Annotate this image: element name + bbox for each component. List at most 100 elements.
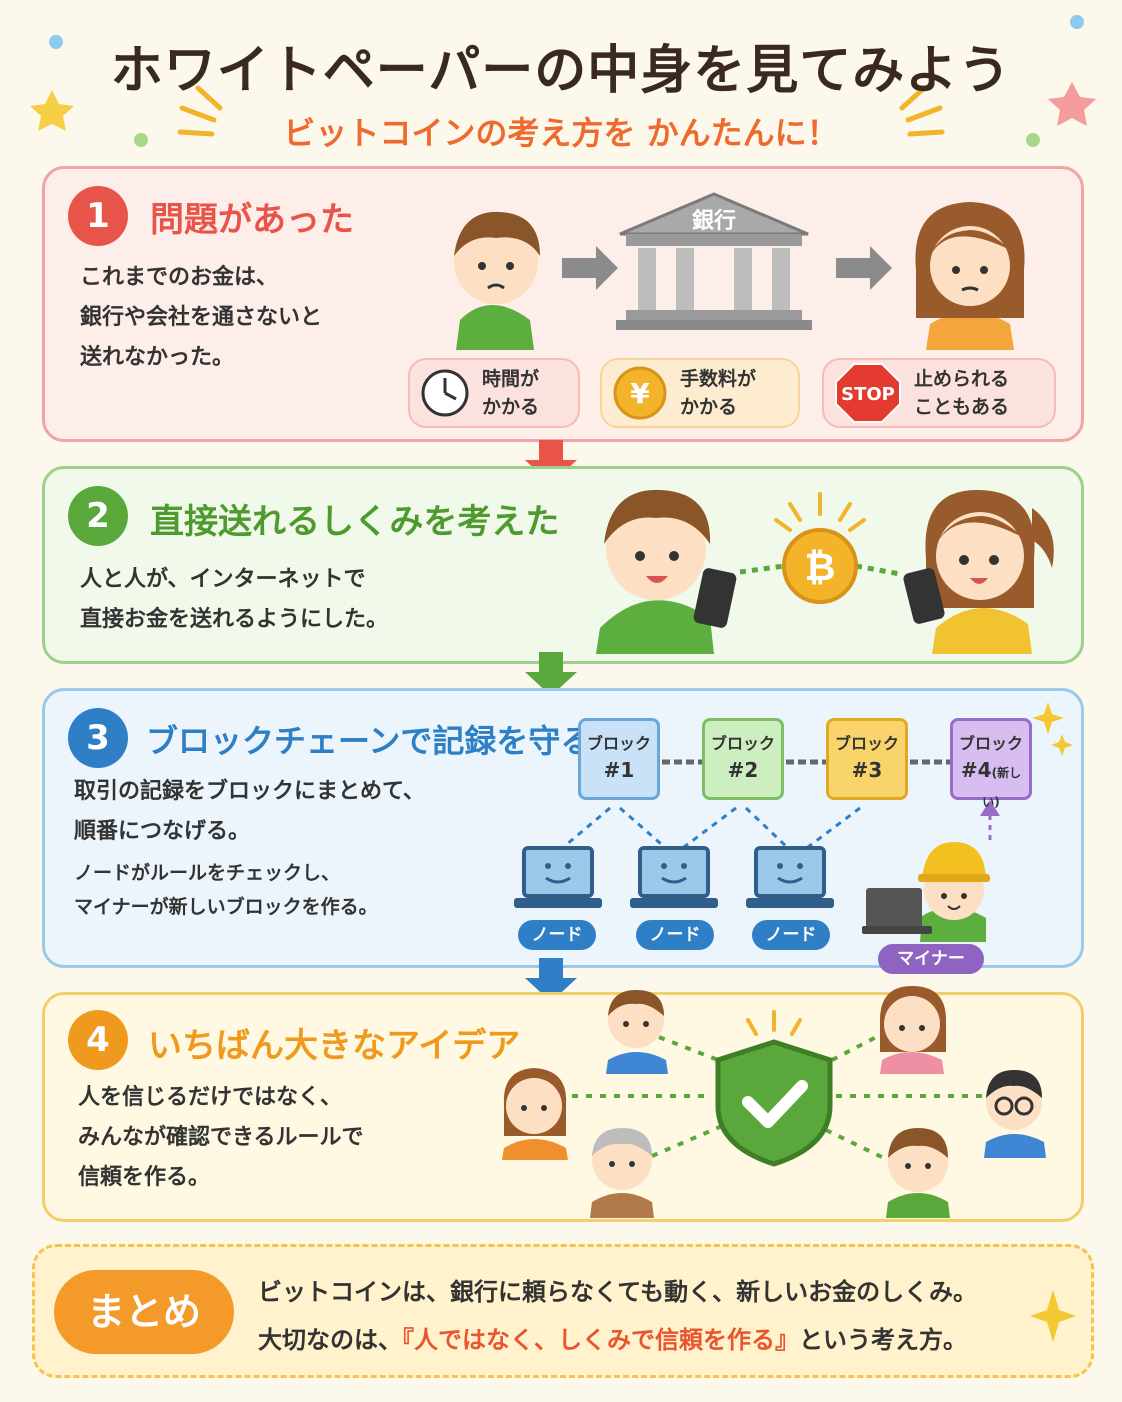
- issue-line: かかる: [680, 396, 738, 418]
- text-line: 信頼を作る。: [78, 1165, 211, 1190]
- person-icon: [886, 1128, 950, 1218]
- dot-decoration: [134, 133, 148, 147]
- section-2-heading: 直接送れるしくみを考えた: [150, 502, 560, 542]
- laptop-icon: [514, 846, 602, 908]
- block-label: ブロック: [958, 734, 1023, 753]
- summary-line-1: ビットコインは、銀行に頼らなくても動く、新しいお金のしくみ。: [258, 1278, 978, 1306]
- section-4-heading: いちばん大きなアイデア: [148, 1026, 521, 1066]
- issue-line: 止められる: [914, 368, 1010, 390]
- text-line: マイナーが新しいブロックを作る。: [74, 896, 378, 918]
- laptop-icon: [630, 846, 718, 908]
- sparkle-icon: [1030, 1290, 1076, 1342]
- summary-badge: まとめ: [54, 1270, 234, 1354]
- bank-label: 銀行: [692, 208, 736, 234]
- person-icon: [880, 986, 946, 1074]
- summary-line-2-pre: 大切なのは、: [258, 1326, 402, 1354]
- text-line: これまでのお金は、: [80, 265, 279, 290]
- miner-label: マイナー: [878, 944, 984, 974]
- section-1-text: これまでのお金は、 銀行や会社を通さないと 送れなかった。: [80, 258, 322, 378]
- block-1: ブロック #1: [578, 718, 660, 800]
- text-line: 人を信じるだけではなく、: [78, 1085, 343, 1110]
- summary-panel: [32, 1244, 1094, 1378]
- issue-stop: STOP 止められる こともある: [822, 358, 1056, 428]
- star-icon: [1048, 82, 1096, 126]
- trust-network-illustration: [502, 986, 1046, 1218]
- text-line: ノードがルールをチェックし、: [74, 862, 341, 884]
- person-with-glasses-icon: [984, 1070, 1046, 1158]
- elder-person-icon: [590, 1128, 654, 1218]
- section-3-heading: ブロックチェーンで記録を守る: [146, 722, 593, 760]
- section-3-text: 取引の記録をブロックにまとめて、 順番につなげる。: [74, 772, 425, 852]
- node-label: ノード: [752, 920, 830, 950]
- text-line: 送れなかった。: [80, 345, 235, 370]
- sparkle-lines-left: [177, 85, 223, 137]
- dot-decoration: [1070, 15, 1084, 29]
- text-line: 人と人が、インターネットで: [80, 567, 366, 592]
- summary-line-2-post: という考え方。: [798, 1326, 967, 1354]
- girl-icon: [915, 202, 1025, 350]
- page-subtitle: ビットコインの考え方を かんたんに！: [283, 114, 839, 152]
- girl-with-phone-icon: [903, 489, 1054, 654]
- section-4-text: 人を信じるだけではなく、 みんなが確認できるルールで 信頼を作る。: [78, 1078, 364, 1198]
- block-4: ブロック #4(新しい): [950, 718, 1032, 809]
- dot-decoration: [49, 35, 63, 49]
- bitcoin-coin-icon: ₿: [782, 528, 858, 604]
- node-label: ノード: [636, 920, 714, 950]
- dot-decoration: [1026, 133, 1040, 147]
- text-line: 銀行や会社を通さないと: [80, 305, 323, 330]
- issue-line: こともある: [914, 396, 1010, 418]
- arrow-right-icon: [836, 246, 892, 290]
- arrow-right-icon: [562, 246, 618, 290]
- issue-line: 手数料が: [680, 368, 757, 390]
- star-icon: [30, 90, 74, 131]
- section-3-subtext: ノードがルールをチェックし、 マイナーが新しいブロックを作る。: [74, 856, 378, 924]
- section-3-number: 3: [68, 708, 128, 768]
- text-line: 直接お金を送れるようにした。: [80, 607, 389, 632]
- page-title: ホワイトペーパーの中身を見てみよう: [110, 41, 1012, 101]
- summary-line-2: 大切なのは、『人ではなく、しくみで信頼を作る』という考え方。: [258, 1320, 967, 1355]
- block-3: ブロック #3: [826, 718, 908, 800]
- arrow-down-icon: [525, 440, 577, 484]
- sparkle-lines-right: [899, 85, 945, 137]
- issue-time: 時間が かかる: [408, 358, 580, 428]
- stop-label: STOP: [841, 384, 895, 405]
- direct-transfer-illustration: ₿: [596, 489, 1054, 654]
- block-id: #2: [727, 758, 759, 782]
- node-connection-lines: [559, 806, 861, 852]
- section-2-number: 2: [68, 486, 128, 546]
- network-lines: [572, 1030, 982, 1162]
- yen-coin-icon: ¥: [613, 366, 667, 420]
- block-id: #3: [851, 758, 883, 782]
- issue-line: かかる: [482, 396, 540, 418]
- block-id: #4: [960, 758, 992, 782]
- section-1-number: 1: [68, 186, 128, 246]
- bank-building-icon: [616, 192, 812, 330]
- section-2-text: 人と人が、インターネットで 直接お金を送れるようにした。: [80, 560, 388, 640]
- header-decorations: [30, 15, 1096, 147]
- arrow-up-icon: [980, 800, 1000, 816]
- stop-sign-icon: STOP: [835, 363, 901, 423]
- arrow-down-icon: [525, 652, 577, 696]
- summary-emphasis: 『人ではなく、しくみで信頼を作る』: [402, 1326, 799, 1354]
- yen-symbol: ¥: [630, 377, 650, 410]
- person-icon: [606, 990, 668, 1074]
- shield-check-icon: [715, 1039, 833, 1167]
- block-label: ブロック: [710, 734, 775, 753]
- text-line: 取引の記録をブロックにまとめて、: [74, 779, 425, 804]
- bitcoin-symbol: ₿: [805, 545, 836, 589]
- laptop-icon: [746, 846, 834, 908]
- boy-with-phone-icon: [596, 489, 737, 654]
- sparkle-icon: [1032, 702, 1073, 756]
- person-icon: [502, 1068, 568, 1160]
- sparkle-lines: [774, 492, 866, 532]
- block-2: ブロック #2: [702, 718, 784, 800]
- section-1-heading: 問題があった: [150, 200, 354, 240]
- block-note: (新しい): [982, 766, 1022, 809]
- block-label: ブロック: [834, 734, 899, 753]
- block-id: #1: [603, 758, 635, 782]
- section-2-panel: [42, 466, 1084, 664]
- clock-icon: [421, 369, 469, 417]
- arrow-down-icon: [525, 958, 577, 1002]
- block-label: ブロック: [586, 734, 651, 753]
- issue-line: 時間が: [482, 368, 540, 390]
